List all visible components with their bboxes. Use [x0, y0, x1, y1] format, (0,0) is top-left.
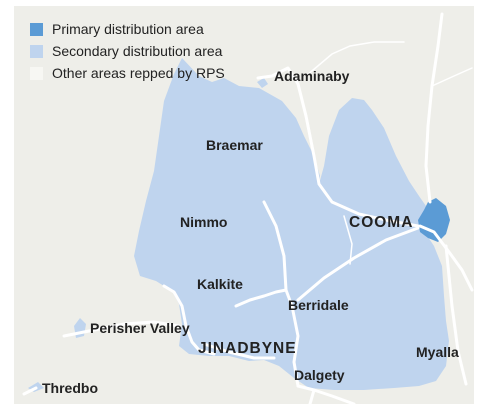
place-label-cooma: COOMA [349, 214, 414, 231]
legend-label-primary: Primary distribution area [52, 21, 204, 37]
road-network-minor [305, 41, 473, 265]
place-label-berridale: Berridale [288, 297, 349, 313]
legend-label-other: Other areas repped by RPS [52, 65, 225, 81]
place-label-braemar: Braemar [206, 137, 263, 153]
other-area-adaminaby [257, 78, 268, 88]
map-legend: Primary distribution area Secondary dist… [30, 18, 225, 84]
place-label-dalgety: Dalgety [294, 367, 345, 383]
place-label-adaminaby: Adaminaby [274, 68, 350, 84]
place-label-perisher-valley: Perisher Valley [90, 320, 190, 336]
legend-swatch-primary [30, 22, 43, 36]
place-label-nimmo: Nimmo [180, 214, 228, 230]
map-frame: Primary distribution area Secondary dist… [14, 6, 474, 404]
place-label-thredbo: Thredbo [42, 380, 98, 396]
place-label-jindabyne: JINADBYNE [198, 340, 297, 357]
primary-area-region [418, 198, 450, 242]
place-label-kalkite: Kalkite [197, 276, 243, 292]
legend-label-secondary: Secondary distribution area [52, 43, 223, 59]
legend-swatch-secondary [30, 44, 43, 58]
place-label-myalla: Myalla [416, 344, 459, 360]
legend-swatch-other [30, 66, 43, 80]
map-canvas [22, 12, 474, 404]
legend-item-other: Other areas repped by RPS [30, 62, 225, 84]
road-network [22, 12, 474, 404]
legend-item-secondary: Secondary distribution area [30, 40, 225, 62]
secondary-area-region [134, 58, 449, 390]
legend-item-primary: Primary distribution area [30, 18, 225, 40]
